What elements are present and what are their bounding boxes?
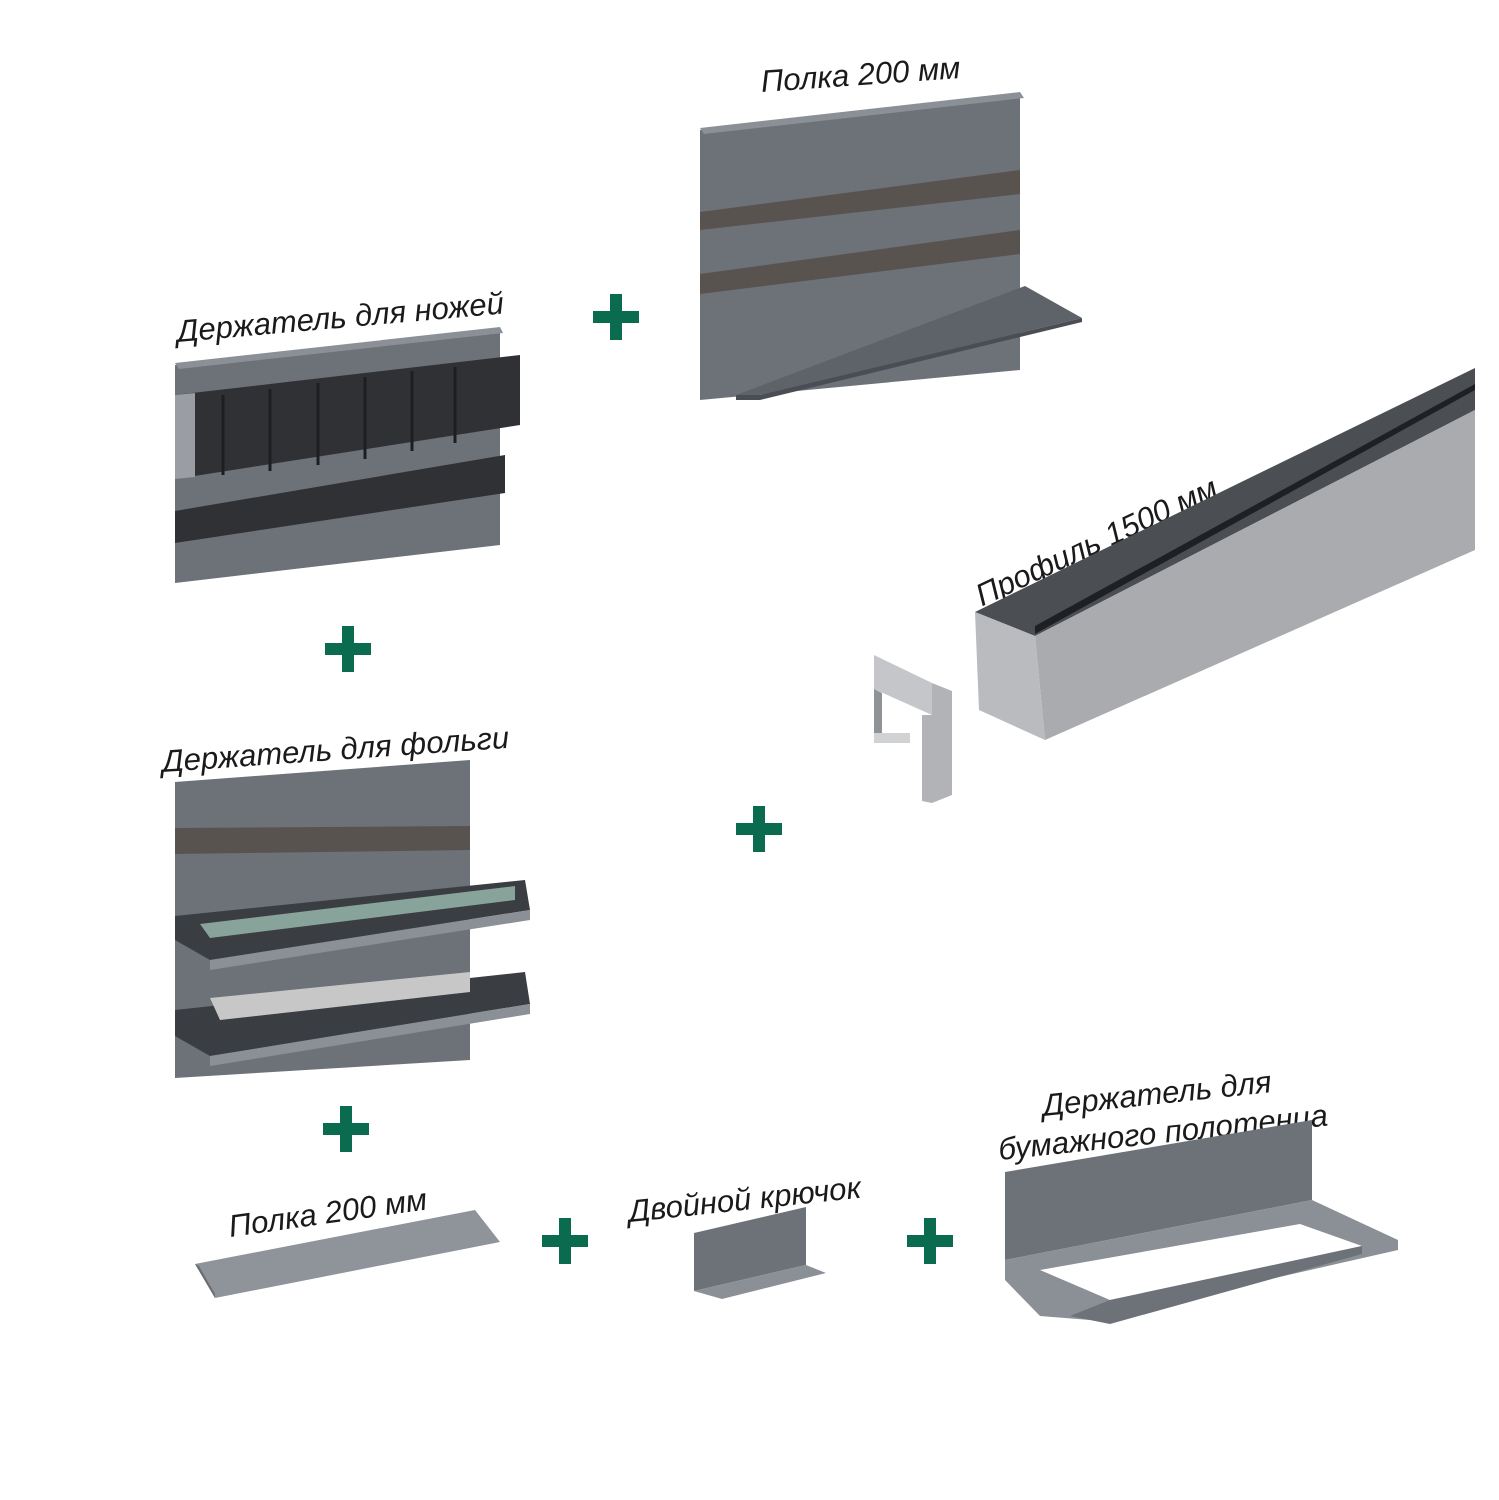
- end-cap-image: [874, 655, 952, 803]
- double-hook-image: [694, 1207, 826, 1299]
- plus-icon: [542, 1218, 588, 1264]
- plus-icon: [907, 1218, 953, 1264]
- knife-holder-image: [175, 327, 520, 583]
- profile-image: [975, 368, 1475, 740]
- plus-icon: [593, 294, 639, 340]
- foil-holder-image: [175, 760, 530, 1078]
- shelf-bottom-image: [195, 1210, 500, 1298]
- shelf-top-image: [700, 92, 1082, 400]
- plus-icon: [325, 626, 371, 672]
- plus-icon: [736, 806, 782, 852]
- towel-holder-image: [1005, 1120, 1398, 1324]
- plus-icon: [323, 1106, 369, 1152]
